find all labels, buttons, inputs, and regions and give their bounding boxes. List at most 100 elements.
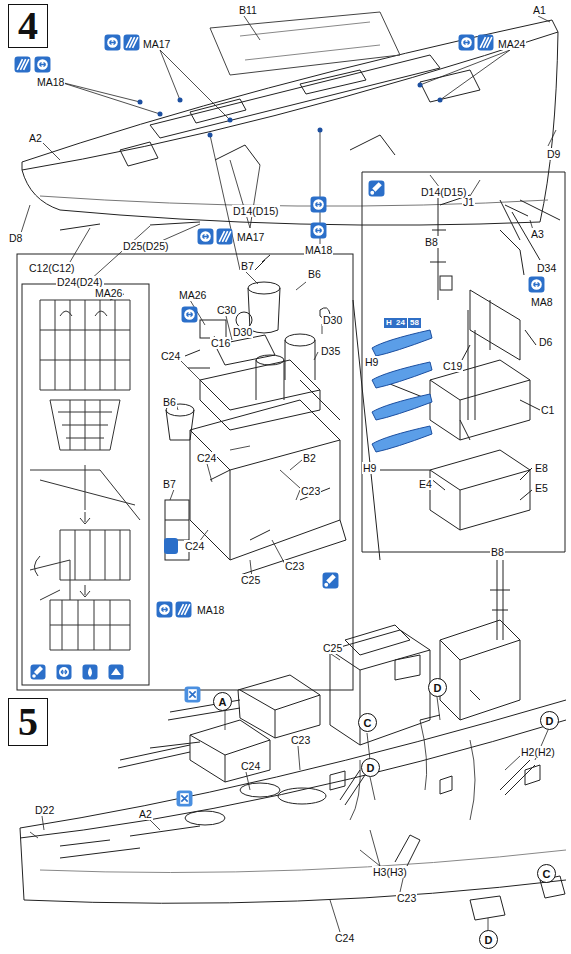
part-number: B11 [238,4,258,16]
boat-parts [372,362,432,388]
part-number: D22 [34,804,55,816]
hull-step5 [278,788,326,804]
part-number: C30 [216,304,237,316]
hull-step5 [20,700,566,828]
part-number: MA8 [530,296,554,308]
point-dots [158,112,163,117]
boat-parts [372,330,432,452]
hull-step5 [190,720,270,782]
inset-right [362,172,565,552]
inset-right [430,188,560,300]
part-number: H2(H2) [520,746,556,758]
inset-left [17,254,353,690]
ma26-frame [30,300,140,650]
hull-step5 [395,835,420,868]
inset-left-leaders [110,272,322,578]
hull-step5 [440,620,520,720]
hull-step4 [22,20,558,170]
bridge-parts [185,350,330,540]
bridge-parts [165,520,189,540]
part-number: C24 [184,540,205,552]
hull-step5 [40,850,566,873]
highlight-part [164,538,178,554]
part-number: D34 [536,262,557,274]
boat-parts [372,394,432,420]
instruction-icons [185,687,201,703]
part-number: MA18 [196,604,225,616]
ma26-frame [40,300,130,390]
bridge-parts [166,410,194,440]
hull-step4 [60,195,470,230]
part-number: B2 [302,452,317,464]
inset-left [353,300,380,560]
bridge-parts [248,282,280,294]
hull-step4 [190,70,366,123]
part-number: D30 [232,326,253,338]
hull-step4 [215,135,395,165]
instruction-icons [311,223,327,239]
hull-step5 [470,876,565,920]
bridge-parts [285,340,315,380]
ma26-frame [50,400,120,450]
instruction-icons [157,602,173,618]
assembly-letter-circle: D [361,758,380,777]
part-number: E4 [418,478,433,490]
part-number: C24 [196,452,217,464]
instruction-icons [15,35,545,807]
assembly-letter-circle: D [540,711,559,730]
part-number: C23 [284,560,305,572]
bridge-parts [256,360,284,400]
step-number-box: 5 [8,698,48,746]
assembly-letter: D [367,762,375,774]
assembly-letter-circle: C [358,713,377,732]
part-number: H9 [362,462,377,474]
instruction-icons [459,35,475,51]
hull-step5 [330,630,430,745]
part-number: MA18 [304,244,333,256]
part-number: C23 [396,892,417,904]
hull-step5 [60,826,200,858]
assembly-letter: D [485,934,493,946]
inset-right [362,172,565,552]
instruction-icons [109,665,124,680]
instruction-icons [83,665,98,680]
inset-left-leaders [110,272,322,578]
part-number: C12(C12) [28,262,76,274]
hull-step5 [490,560,510,640]
assembly-letter: D [546,715,554,727]
hull-step5 [240,783,280,797]
part-number: A2 [138,808,153,820]
hull-step5 [118,742,200,768]
instruction-icons [124,35,140,51]
hull-step4 [22,20,552,162]
point-dots [228,118,233,123]
instruction-icons [57,665,72,680]
paint-code: H [384,318,394,328]
assembly-letter: C [364,717,372,729]
part-number: MA18 [36,76,65,88]
instruction-icons [176,602,192,618]
part-number: C19 [442,360,463,372]
part-number: C23 [290,734,311,746]
hull-step5 [20,560,566,920]
part-number: C1 [540,404,555,416]
point-dots [438,98,443,103]
bridge-parts [256,355,284,365]
part-number: MA17 [236,231,265,243]
bridge-parts [285,334,315,346]
point-dots [178,98,183,103]
hull-step5 [395,655,480,720]
part-number: D14(D15) [232,205,280,217]
part-number: D9 [546,148,561,160]
instruction-icons [182,307,198,323]
instruction-icons [177,791,193,807]
part-number: D35 [320,345,341,357]
part-number: B7 [240,260,255,272]
leader-lines-step5 [30,654,548,941]
part-number: C25 [240,574,261,586]
hull-step4 [22,32,558,225]
hull-step5 [345,625,410,655]
ma26-frame [40,300,130,390]
part-number: B6 [307,268,322,280]
